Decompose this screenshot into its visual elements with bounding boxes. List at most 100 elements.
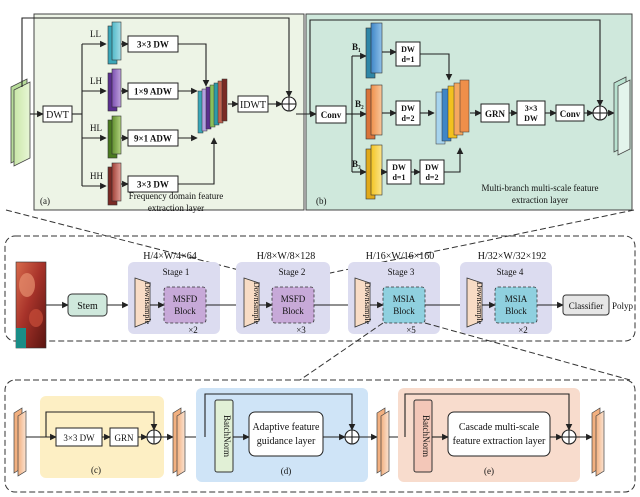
panel-a-tag: (a) <box>40 196 50 206</box>
stage-4-downsample <box>466 277 483 328</box>
panel-c-residual-add <box>146 429 162 445</box>
stage-4-downsample-label: Downsample <box>475 282 484 325</box>
op-9x1-adw-label: 9×1 ADW <box>134 134 172 144</box>
residual-add-a <box>281 96 297 112</box>
stage-1-msfd-block <box>163 286 207 324</box>
panel-c-dw-label: 3×3 DW <box>63 433 95 443</box>
stage-1-downsample <box>134 277 151 328</box>
panel-c-input-map <box>13 407 27 477</box>
stage-2-block-line2: Block <box>282 306 304 316</box>
stage-4-block-line1: MSIA <box>505 294 528 304</box>
dw-d1-branch3 <box>386 159 412 185</box>
panel-c: 3×3 DW GRN (c) <box>13 396 174 478</box>
stage-3-repeat: ×5 <box>406 325 416 335</box>
stage-1-downsample-label: Downsample <box>143 282 152 325</box>
svg-text:DW: DW <box>392 163 406 172</box>
panel-e-cmsfe-layer <box>447 411 551 457</box>
op-3x3-dw-ll-label: 3×3 DW <box>137 40 169 50</box>
panel-d-layer-line2: guidance layer <box>257 436 316 447</box>
stage-4-block-line2: Block <box>505 306 527 316</box>
stage-4-title: Stage 4 <box>497 267 524 277</box>
svg-text:DW: DW <box>401 104 415 113</box>
stage-2-block-line1: MSFD <box>281 294 306 304</box>
subband-ll-maps <box>107 21 122 65</box>
panel-b: Conv B₁ B₂ B₃ DW d=1 DW d=2 <box>296 13 633 211</box>
stage-1-repeat: ×2 <box>188 325 198 335</box>
stage-4-msia-block <box>494 286 538 324</box>
panel-a: DWT LL LH HL HH <box>10 13 305 213</box>
panel-d-batchnorm <box>214 399 234 473</box>
conv-in-label: Conv <box>321 110 342 120</box>
panel-e-batchnorm <box>413 399 433 473</box>
panel-e-residual-add <box>561 429 577 445</box>
band-hh-label: HH <box>90 171 103 181</box>
band-lh-label: LH <box>90 76 102 86</box>
panel-e-layer-line1: Cascade multi-scale <box>459 422 540 433</box>
stage-2-title: Stage 2 <box>279 267 306 277</box>
stage-2-dims: H/8×W/8×128 <box>257 251 316 262</box>
branch-b3-map <box>365 144 383 200</box>
stage-3-title: Stage 3 <box>388 267 415 277</box>
residual-add-b <box>592 105 608 121</box>
classifier-label: Classifier <box>569 301 604 311</box>
panel-d-afg-layer <box>248 411 324 457</box>
panel-d-tag: (d) <box>281 466 292 476</box>
conv-out-label: Conv <box>560 109 581 119</box>
stage-3-dims: H/16×W/16×160 <box>366 251 435 262</box>
panel-c-tag: (c) <box>91 465 101 475</box>
panel-d-residual-add <box>344 429 360 445</box>
dw-3x3-box-b <box>516 100 546 126</box>
stem-label: Stem <box>77 301 98 312</box>
input-feature-map <box>10 78 31 167</box>
branch-b1-map <box>365 22 383 79</box>
stage-4-repeat: ×2 <box>518 325 528 335</box>
stage-3-block-line1: MSIA <box>393 294 416 304</box>
panel-d-batchnorm-label: BatchNorm <box>222 415 232 457</box>
svg-text:DW: DW <box>425 163 439 172</box>
dw-d1-branch1-label: DW <box>401 45 415 54</box>
svg-text:DW: DW <box>524 114 538 123</box>
panel-e-batchnorm-label: BatchNorm <box>421 415 431 457</box>
panel-d-layer-line1: Adaptive feature <box>253 422 320 433</box>
input-endoscopy-image <box>15 261 47 349</box>
stage-3-block-line2: Block <box>393 306 415 316</box>
branch-b2-label: B₂ <box>355 99 364 109</box>
panel-a-caption-line2: extraction layer <box>148 203 204 213</box>
stage-1: H/4×W/4×64 Stage 1 Downsample MSFD Block… <box>128 251 220 335</box>
feature-map-d-e <box>376 407 390 477</box>
stage-1-block-line2: Block <box>174 306 196 316</box>
stage-1-block-line1: MSFD <box>173 294 198 304</box>
stage-1-title: Stage 1 <box>163 267 190 277</box>
svg-text:d=2: d=2 <box>401 114 414 123</box>
idwt-label: IDWT <box>240 100 266 111</box>
branch-b3-label: B₃ <box>352 159 361 169</box>
stage-3-downsample-label: Downsample <box>363 282 372 325</box>
grn-label-b: GRN <box>485 109 506 119</box>
stage-3-downsample <box>354 277 371 328</box>
stage-2-downsample-label: Downsample <box>252 282 261 325</box>
stage-3: H/16×W/16×160 Stage 3 Downsample MSIA Bl… <box>348 251 440 335</box>
svg-text:d=1: d=1 <box>392 173 405 182</box>
stage-2-repeat: ×3 <box>296 325 306 335</box>
stage-4: H/32×W/32×192 Stage 4 Downsample MSIA Bl… <box>460 251 552 335</box>
panel-b-tag: (b) <box>316 196 327 206</box>
svg-text:d=2: d=2 <box>425 173 438 182</box>
op-3x3-dw-hh-label: 3×3 DW <box>137 180 169 190</box>
band-ll-label: LL <box>90 29 101 39</box>
panel-e: BatchNorm Cascade multi-scale feature ex… <box>398 388 580 482</box>
stage-3-msia-block <box>382 286 426 324</box>
panel-e-layer-line2: feature extraction layer <box>453 436 546 447</box>
subband-hl-maps <box>107 115 122 159</box>
panel-a-caption-line1: Frequency domain feature <box>129 191 223 201</box>
pipeline-frame <box>4 235 636 342</box>
stage-4-dims: H/32×W/32×192 <box>478 251 547 262</box>
stage-2: H/8×W/8×128 Stage 2 Downsample MSFD Bloc… <box>236 251 330 335</box>
panel-b-caption-line2: extraction layer <box>512 195 568 205</box>
stage-1-dims: H/4×W/4×64 <box>143 251 197 262</box>
classifier-box <box>562 294 610 316</box>
panel-b-caption-line1: Multi-branch multi-scale feature <box>482 183 599 193</box>
band-hl-label: HL <box>90 123 102 133</box>
op-1x9-adw-label: 1×9 ADW <box>134 87 172 97</box>
subband-lh-maps <box>107 68 122 112</box>
